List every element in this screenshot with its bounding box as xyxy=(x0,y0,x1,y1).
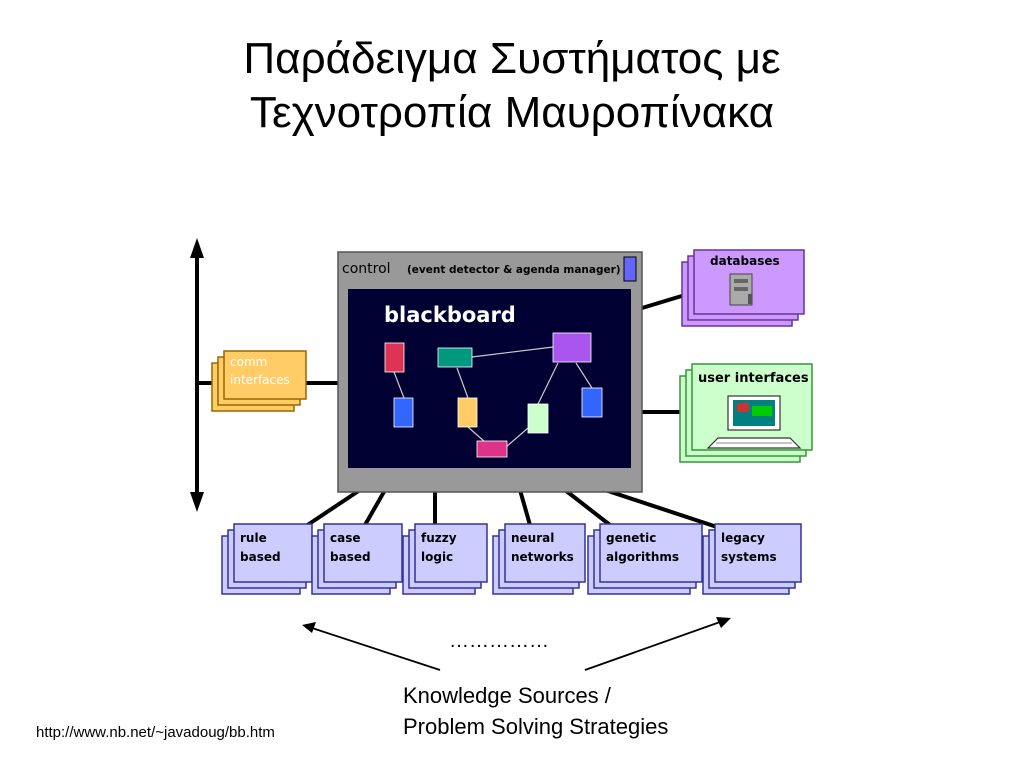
user-interfaces-box: user interfaces xyxy=(679,363,813,463)
user-interfaces-label: user interfaces xyxy=(698,371,809,386)
caption-line2: Problem Solving Strategies xyxy=(403,714,669,739)
caption-arrows xyxy=(302,617,731,671)
agenda-icon xyxy=(623,256,637,282)
control-label: control xyxy=(342,261,391,277)
ellipsis: …………… xyxy=(449,630,549,652)
comm-label-line2: interfaces xyxy=(230,373,290,387)
knowledge-source-box: case based xyxy=(311,523,403,595)
knowledge-sources: rule based case based fuzzy logic neural networ… xyxy=(221,523,802,595)
control-subtitle: (event detector & agenda manager) xyxy=(407,264,621,276)
slide-title-line2: Τεχνοτροπία Μαυροπίνακα xyxy=(249,88,775,137)
communication-bus xyxy=(190,238,204,512)
computer-icon xyxy=(706,395,802,449)
knowledge-source-label-line1: rule xyxy=(240,531,267,545)
knowledge-source-label-line1: neural xyxy=(511,531,554,545)
slide-title-line1: Παράδειγμα Συστήματος με xyxy=(243,34,781,83)
knowledge-source-box: fuzzy logic xyxy=(402,523,488,595)
server-icon xyxy=(729,273,753,306)
knowledge-source-box: legacy systems xyxy=(702,523,802,595)
knowledge-source-label-line2: logic xyxy=(421,550,453,564)
knowledge-source-label-line2: systems xyxy=(721,550,777,564)
comm-label-line1: comm xyxy=(230,355,267,369)
caption-line1: Knowledge Sources / xyxy=(403,683,611,708)
source-url-link[interactable]: http://www.nb.net/~javadoug/bb.htm xyxy=(36,724,275,741)
knowledge-source-box: rule based xyxy=(221,523,313,595)
knowledge-source-label-line2: based xyxy=(240,550,281,564)
blackboard-label: blackboard xyxy=(384,303,516,327)
knowledge-source-label-line1: fuzzy xyxy=(421,531,457,545)
blackboard-network xyxy=(384,332,603,458)
knowledge-source-label-line2: networks xyxy=(511,550,574,564)
blackboard-area xyxy=(348,289,631,468)
databases-box: databases xyxy=(681,249,805,327)
slide-title: Παράδειγμα Συστήματος με Τεχνοτροπία Μαυ… xyxy=(0,32,1024,140)
databases-label: databases xyxy=(710,254,780,268)
knowledge-source-label-line2: based xyxy=(330,550,371,564)
comm-interfaces-box: comm interfaces xyxy=(211,350,307,412)
knowledge-source-box: neural networks xyxy=(492,523,586,595)
knowledge-source-label-line2: algorithms xyxy=(606,550,679,564)
knowledge-sources-caption: Knowledge Sources / Problem Solving Stra… xyxy=(403,680,668,742)
knowledge-source-label-line1: legacy xyxy=(721,531,765,545)
knowledge-source-label-line1: case xyxy=(330,531,361,545)
knowledge-source-label-line1: genetic xyxy=(606,531,656,545)
knowledge-source-box: genetic algorithms xyxy=(587,523,703,595)
